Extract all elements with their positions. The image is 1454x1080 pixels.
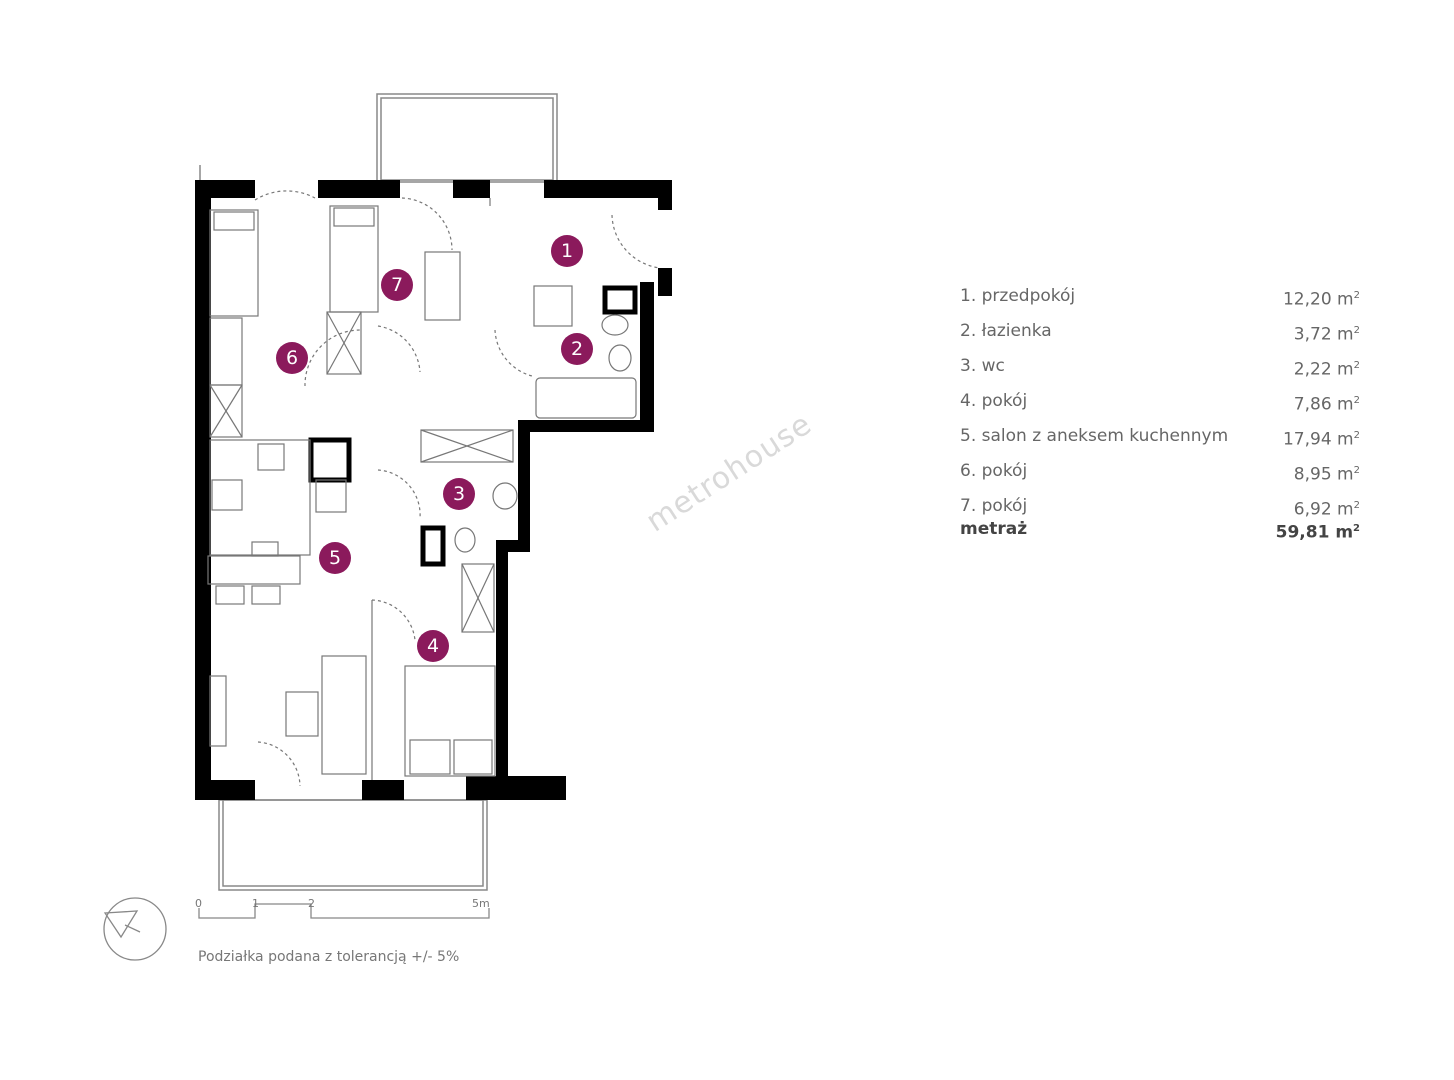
svg-text:2: 2	[571, 338, 583, 360]
total-area: 59,81 m2	[1275, 522, 1360, 543]
room-area: 7,86 m2	[1293, 394, 1360, 415]
svg-text:3: 3	[453, 483, 465, 505]
walls	[195, 180, 672, 800]
room-marker-5: 5	[319, 542, 351, 574]
total-label: metraż	[960, 519, 1028, 539]
legend-row: 7. pokój 6,92 m2	[960, 494, 1360, 529]
furniture	[207, 190, 661, 787]
room-area: 12,20 m2	[1282, 289, 1360, 310]
svg-text:1: 1	[561, 240, 573, 262]
scale-tick-1: 1	[252, 897, 259, 910]
room-label: 7. pokój	[960, 496, 1028, 516]
svg-text:4: 4	[427, 635, 439, 657]
scale-bar	[198, 903, 490, 919]
room-area-legend: 1. przedpokój 12,20 m2 2. łazienka 3,72 m2…	[960, 284, 1360, 543]
room-area: 3,72 m2	[1293, 324, 1360, 345]
room-label: 1. przedpokój	[960, 286, 1076, 306]
legend-row: 5. salon z aneksem kuchennym 17,94 m2	[960, 424, 1360, 459]
legend-total-row: metraż 59,81 m2	[960, 517, 1360, 543]
top-balcony	[376, 93, 558, 183]
room-marker-3: 3	[443, 478, 475, 510]
room-marker-6: 6	[276, 342, 308, 374]
room-area: 2,22 m2	[1293, 359, 1360, 380]
room-marker-7: 7	[381, 269, 413, 301]
scale-tick-2: 2	[308, 897, 315, 910]
room-area: 8,95 m2	[1293, 464, 1360, 485]
room-label: 4. pokój	[960, 391, 1028, 411]
room-label: 6. pokój	[960, 461, 1028, 481]
compass-icon	[103, 897, 167, 961]
legend-row: 6. pokój 8,95 m2	[960, 459, 1360, 494]
room-marker-4: 4	[417, 630, 449, 662]
room-label: 5. salon z aneksem kuchennym	[960, 426, 1229, 446]
scale-tick-0: 0	[195, 897, 202, 910]
svg-text:7: 7	[391, 274, 403, 296]
legend-row: 4. pokój 7,86 m2	[960, 389, 1360, 424]
room-label: 2. łazienka	[960, 321, 1052, 341]
room-marker-1: 1	[551, 235, 583, 267]
legend-row: 2. łazienka 3,72 m2	[960, 319, 1360, 354]
room-area: 17,94 m2	[1282, 429, 1360, 450]
legend-row: 1. przedpokój 12,20 m2	[960, 284, 1360, 319]
svg-text:5: 5	[329, 547, 341, 569]
room-area: 6,92 m2	[1293, 499, 1360, 520]
scale-caption: Podziałka podana z tolerancją +/- 5%	[198, 949, 460, 965]
room-markers: 1 2 3 4 5 6 7	[276, 235, 593, 662]
bottom-balcony	[218, 799, 488, 891]
room-label: 3. wc	[960, 356, 1005, 376]
room-marker-2: 2	[561, 333, 593, 365]
svg-text:6: 6	[286, 347, 298, 369]
scale-tick-5: 5m	[472, 897, 490, 910]
legend-row: 3. wc 2,22 m2	[960, 354, 1360, 389]
